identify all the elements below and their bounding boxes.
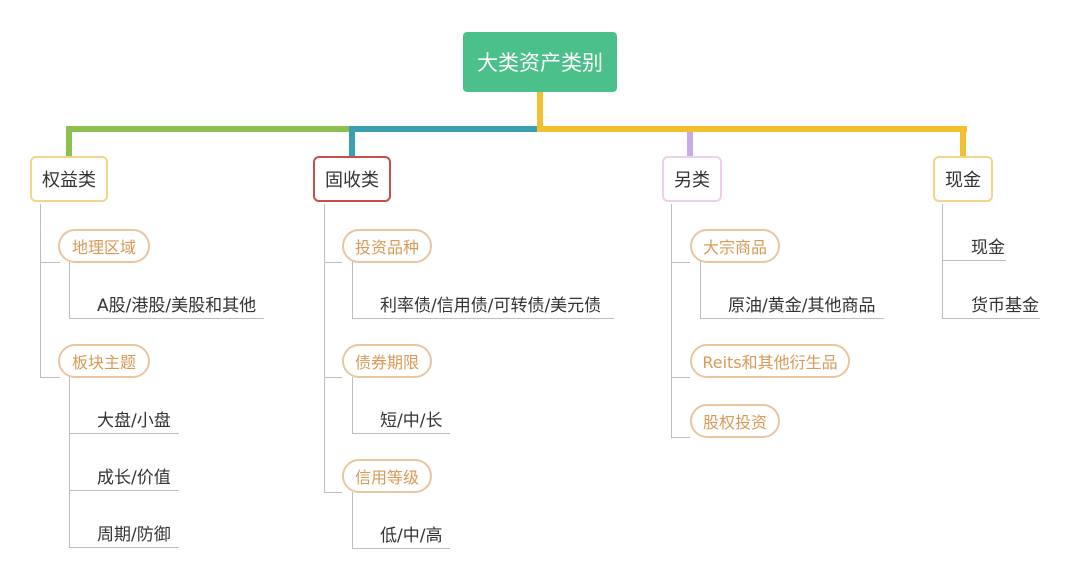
leaf-item: 现金: [971, 238, 1005, 258]
sub-sector-theme: 板块主题: [58, 344, 150, 378]
tree-line: [671, 437, 690, 438]
leaf-underline: [69, 318, 264, 319]
category-cash-label: 现金: [945, 170, 981, 191]
drop-equity: [66, 126, 72, 156]
sub-instrument: 投资品种: [342, 229, 432, 263]
leaf-underline: [942, 318, 1040, 319]
tree-line: [40, 262, 60, 263]
tree-line: [324, 204, 325, 493]
tree-line: [69, 377, 70, 547]
leaf-item: 大盘/小盘: [97, 411, 171, 431]
leaf-item: 原油/黄金/其他商品: [728, 296, 876, 316]
leaf-underline: [352, 548, 450, 549]
tree-line: [324, 262, 342, 263]
leaf-underline: [69, 490, 179, 491]
sub-equity-investment-label: 股权投资: [702, 413, 767, 432]
tree-line: [69, 261, 70, 318]
leaf-item: A股/港股/美股和其他: [97, 296, 257, 316]
tree-line: [671, 377, 690, 378]
leaf-underline: [69, 547, 179, 548]
leaf-item: 货币基金: [971, 296, 1039, 316]
connector-equity: [66, 126, 356, 132]
sub-equity-investment: 股权投资: [690, 404, 780, 438]
sub-bond-term-label: 债券期限: [354, 353, 419, 372]
sub-commodities-label: 大宗商品: [702, 238, 767, 257]
sub-credit-rating: 信用等级: [342, 459, 432, 493]
sub-geography-label: 地理区域: [71, 238, 136, 257]
leaf-underline: [942, 260, 1006, 261]
leaf-item: 利率债/信用债/可转债/美元债: [380, 296, 602, 316]
tree-line: [352, 377, 353, 433]
tree-line: [352, 492, 353, 548]
sub-geography: 地理区域: [58, 229, 150, 263]
sub-commodities: 大宗商品: [690, 229, 780, 263]
leaf-underline: [69, 433, 179, 434]
leaf-item: 成长/价值: [97, 468, 171, 488]
leaf-underline: [352, 318, 614, 319]
tree-line: [942, 204, 943, 318]
leaf-underline: [700, 318, 884, 319]
category-equity: 权益类: [30, 156, 108, 202]
root-connector: [537, 92, 543, 132]
sub-sector-theme-label: 板块主题: [71, 353, 136, 372]
tree-line: [352, 261, 353, 318]
tree-line: [324, 492, 342, 493]
sub-credit-rating-label: 信用等级: [354, 468, 419, 487]
root-title: 大类资产类别: [477, 51, 603, 75]
drop-alt: [687, 132, 693, 156]
category-fixed-income-label: 固收类: [325, 170, 379, 191]
category-cash: 现金: [933, 156, 993, 202]
category-alternative-label: 另类: [674, 170, 710, 191]
sub-instrument-label: 投资品种: [354, 238, 419, 257]
leaf-item: 周期/防御: [97, 525, 171, 545]
leaf-item: 短/中/长: [380, 411, 443, 431]
connector-alt-cash: [537, 126, 967, 132]
tree-line: [700, 261, 701, 318]
sub-reits-derivatives-label: Reits和其他衍生品: [702, 353, 838, 372]
leaf-underline: [352, 433, 450, 434]
category-equity-label: 权益类: [42, 170, 96, 191]
tree-line: [671, 262, 690, 263]
sub-bond-term: 债券期限: [342, 344, 432, 378]
category-alternative: 另类: [662, 156, 722, 202]
tree-line: [671, 204, 672, 438]
drop-cash: [960, 126, 966, 156]
leaf-item: 低/中/高: [380, 526, 443, 546]
category-fixed-income: 固收类: [313, 156, 391, 202]
sub-reits-derivatives: Reits和其他衍生品: [690, 344, 850, 378]
drop-fixed: [349, 126, 355, 156]
root-node: 大类资产类别: [463, 32, 617, 92]
tree-line: [40, 204, 41, 378]
tree-line: [40, 377, 60, 378]
tree-line: [324, 377, 342, 378]
connector-fixed: [352, 126, 542, 132]
